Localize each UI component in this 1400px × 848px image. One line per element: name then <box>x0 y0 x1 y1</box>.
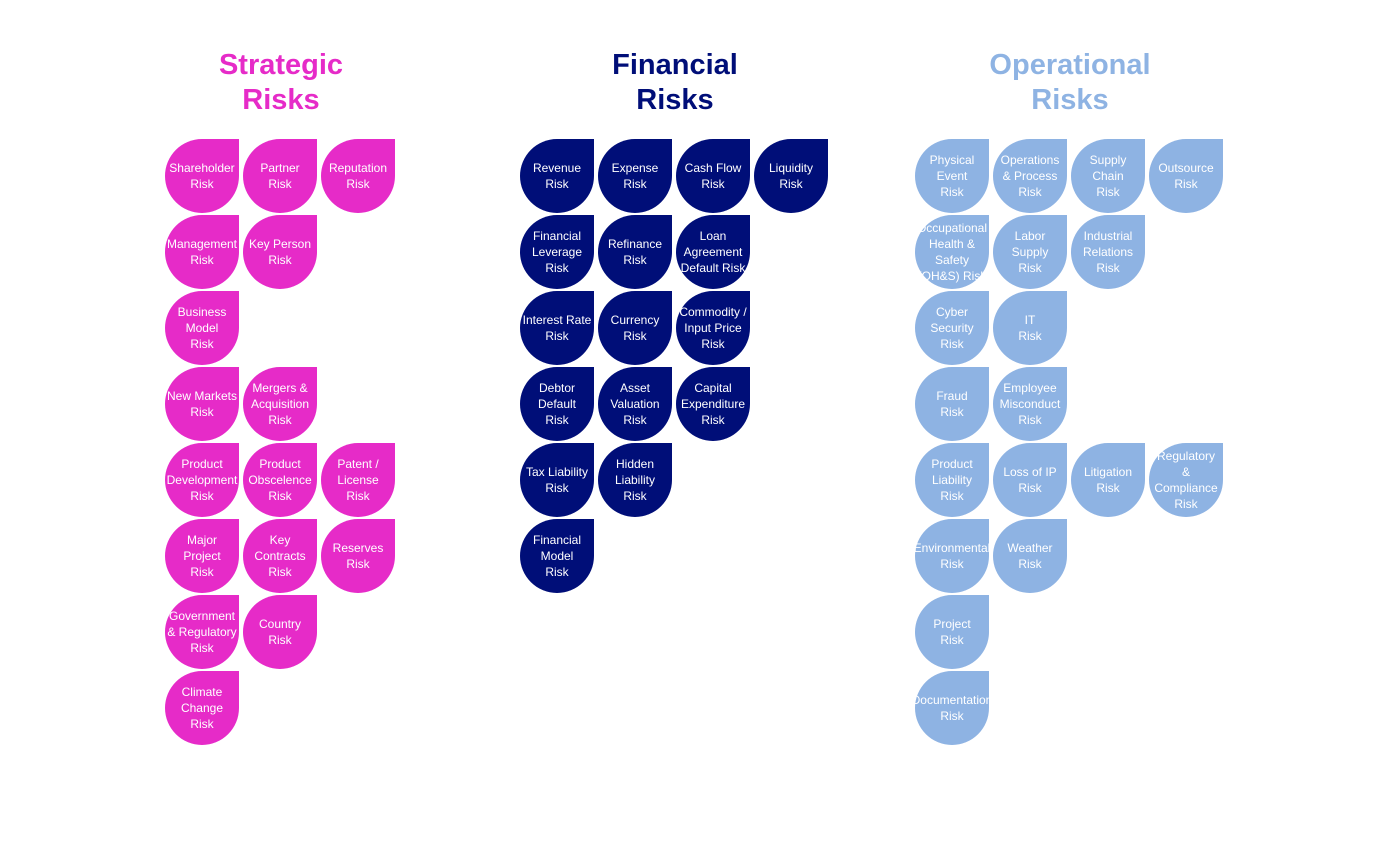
risk-tile: Occupational Health & Safety (OH&S) Risk <box>915 215 989 289</box>
column-title-line2: Risks <box>636 84 714 116</box>
risk-tile: Refinance Risk <box>598 215 672 289</box>
risk-tile: Key Contracts Risk <box>243 519 317 593</box>
risk-tile: Management Risk <box>165 215 239 289</box>
risk-tile: Patent / License Risk <box>321 443 395 517</box>
risk-tile: Liquidity Risk <box>754 139 828 213</box>
risk-tile: Project Risk <box>915 595 989 669</box>
risk-tile: Asset Valuation Risk <box>598 367 672 441</box>
risk-tile: Loss of IP Risk <box>993 443 1067 517</box>
risk-tile: Product Obscelence Risk <box>243 443 317 517</box>
column-title-line1: Financial <box>612 49 738 81</box>
risk-tile: Labor Supply Risk <box>993 215 1067 289</box>
risk-tile: Partner Risk <box>243 139 317 213</box>
risk-tile: Cyber Security Risk <box>915 291 989 365</box>
risk-tile: Shareholder Risk <box>165 139 239 213</box>
column-title: Financial Risks <box>555 48 795 118</box>
risk-tile: Regulatory & Compliance Risk <box>1149 443 1223 517</box>
column-title-line1: Strategic <box>218 49 344 81</box>
risk-tile: Key Person Risk <box>243 215 317 289</box>
risk-tile: Business Model Risk <box>165 291 239 365</box>
risk-tile: Climate Change Risk <box>165 671 239 745</box>
risk-tile: Supply Chain Risk <box>1071 139 1145 213</box>
risk-tile: Financial Model Risk <box>520 519 594 593</box>
risk-tile: Expense Risk <box>598 139 672 213</box>
risk-tile: Loan Agreement Default Risk <box>676 215 750 289</box>
risk-tile: Litigation Risk <box>1071 443 1145 517</box>
column-title: Operational Risks <box>950 48 1190 118</box>
risk-tile: Physical Event Risk <box>915 139 989 213</box>
risk-tile: Revenue Risk <box>520 139 594 213</box>
risk-tile: Currency Risk <box>598 291 672 365</box>
risk-tile: Hidden Liability Risk <box>598 443 672 517</box>
risk-tile: Major Project Risk <box>165 519 239 593</box>
risk-tile: Mergers & Acquisition Risk <box>243 367 317 441</box>
risk-tile: Employee Misconduct Risk <box>993 367 1067 441</box>
column-title-line1: Operational <box>989 49 1151 81</box>
risk-tile: Debtor Default Risk <box>520 367 594 441</box>
risk-tile: Reputation Risk <box>321 139 395 213</box>
risk-tile: Weather Risk <box>993 519 1067 593</box>
risk-tile: New Markets Risk <box>165 367 239 441</box>
risk-tile: Product Liability Risk <box>915 443 989 517</box>
risk-tile: Industrial Relations Risk <box>1071 215 1145 289</box>
risk-tile: Reserves Risk <box>321 519 395 593</box>
risk-tile: Tax Liability Risk <box>520 443 594 517</box>
risk-tile: Interest Rate Risk <box>520 291 594 365</box>
column-title: Strategic Risks <box>161 48 401 118</box>
risk-tile: Documentation Risk <box>912 671 992 745</box>
risk-tile: Government & Regulatory Risk <box>165 595 239 669</box>
risk-tile: Capital Expenditure Risk <box>676 367 750 441</box>
risk-tile: Country Risk <box>243 595 317 669</box>
risk-tile: IT Risk <box>993 291 1067 365</box>
risk-tile: Financial Leverage Risk <box>520 215 594 289</box>
risk-tile: Product Development Risk <box>165 443 239 517</box>
risk-tile: Commodity / Input Price Risk <box>676 291 750 365</box>
risk-tile: Operations & Process Risk <box>993 139 1067 213</box>
risk-tile: Environmental Risk <box>914 519 990 593</box>
risk-tile: Fraud Risk <box>915 367 989 441</box>
risk-tile: Outsource Risk <box>1149 139 1223 213</box>
risk-tile: Cash Flow Risk <box>676 139 750 213</box>
column-title-line2: Risks <box>242 84 320 116</box>
column-title-line2: Risks <box>1031 84 1109 116</box>
